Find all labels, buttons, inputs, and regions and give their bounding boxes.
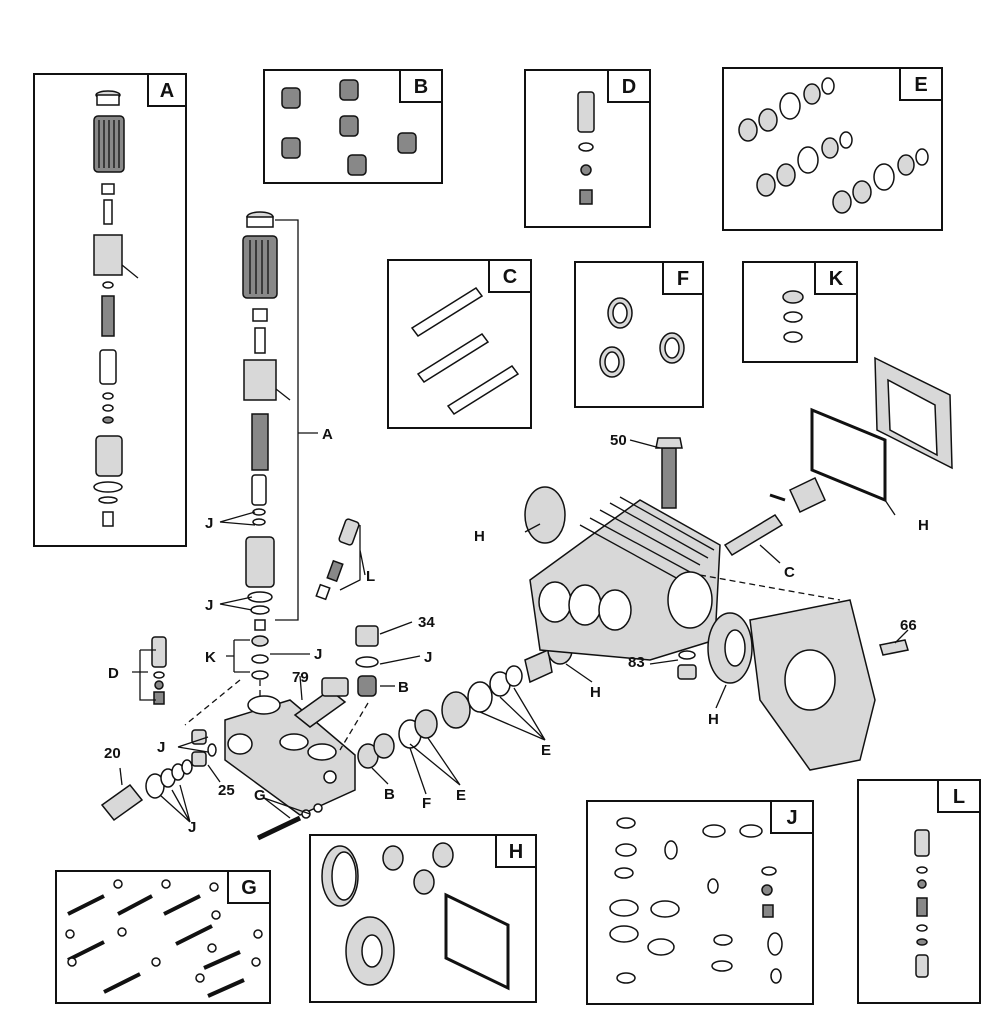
kit-box-k: K xyxy=(742,261,858,363)
kit-letter-j: J xyxy=(786,807,797,829)
unloader-assembly-icon xyxy=(93,90,139,527)
callout-50: 50 xyxy=(610,432,627,449)
callout-25: 25 xyxy=(218,782,235,799)
kit-letter-c: C xyxy=(503,266,517,288)
callout-66: 66 xyxy=(900,617,917,634)
callout-l: L xyxy=(366,568,375,585)
o-ring-kit-icons xyxy=(609,817,783,984)
callout-j-plug: J xyxy=(424,649,432,666)
check-valve-icons xyxy=(281,79,417,176)
callout-e-lower: E xyxy=(456,787,466,804)
callout-c: C xyxy=(784,564,795,581)
callout-j-k-group: J xyxy=(314,646,322,663)
callout-j-outlet: J xyxy=(157,739,165,756)
unloader-seal-icons xyxy=(782,290,804,343)
seal-kit-icons xyxy=(738,77,929,214)
injector-stack xyxy=(151,636,167,705)
callout-j-upper: J xyxy=(205,515,213,532)
kit-letter-d: D xyxy=(622,76,636,98)
seal-stack xyxy=(357,635,573,769)
callout-e-upper: E xyxy=(541,742,551,759)
kit-box-d: D xyxy=(524,69,651,228)
outlet-fitting xyxy=(100,729,217,822)
kit-letter-k: K xyxy=(829,268,844,290)
kit-box-l: L xyxy=(857,779,981,1004)
callout-h-seal: H xyxy=(708,711,719,728)
callout-j-middle: J xyxy=(205,597,213,614)
motor-flange-housing xyxy=(749,599,909,771)
crankcase-seal-icons xyxy=(321,842,510,991)
callout-d: D xyxy=(108,665,119,682)
callout-g: G xyxy=(254,787,266,804)
kit-letter-f: F xyxy=(677,268,689,290)
chemical-injector-stack xyxy=(315,518,360,601)
callout-labels: 50 A J J L H H C 34 K J J 79 B D J 20 25… xyxy=(104,426,929,836)
callout-a: A xyxy=(322,426,333,443)
kit-letter-e: E xyxy=(914,74,927,96)
kit-box-h: H xyxy=(309,834,537,1003)
callout-h-rear-gasket: H xyxy=(918,517,929,534)
kit-box-b: B xyxy=(263,69,443,184)
callout-k: K xyxy=(205,649,216,666)
callout-h-left-cover: H xyxy=(474,528,485,545)
bolt-kit-icons xyxy=(65,879,263,998)
kit-box-g: G xyxy=(55,870,271,1004)
kit-letter-b: B xyxy=(414,76,428,98)
callout-83: 83 xyxy=(628,654,645,671)
plug-and-valves xyxy=(293,625,379,728)
callout-f: F xyxy=(422,795,431,812)
kit-box-c: C xyxy=(387,259,532,429)
kit-box-e: E xyxy=(722,67,943,231)
callout-h-bearing: H xyxy=(590,684,601,701)
injector-kit-icon xyxy=(577,91,595,205)
manifold xyxy=(224,695,356,816)
kit-box-a: A xyxy=(33,73,187,547)
kit-letter-h: H xyxy=(509,841,523,863)
callout-j-lower: J xyxy=(188,819,196,836)
oil-seal-icons xyxy=(599,297,685,378)
kit-letter-l: L xyxy=(953,786,965,808)
plunger-icons xyxy=(410,286,520,416)
assembly-guide-lines xyxy=(184,574,841,751)
chemical-injector-icons xyxy=(914,829,930,978)
callout-b-lower: B xyxy=(384,786,395,803)
leader-lines xyxy=(119,219,909,823)
crankshaft-parts xyxy=(677,356,953,684)
kit-box-f: F xyxy=(574,261,704,408)
kit-box-j: J xyxy=(586,800,814,1005)
callout-34: 34 xyxy=(418,614,435,631)
kit-letter-g: G xyxy=(241,877,257,899)
pump-crankcase xyxy=(524,437,721,661)
unloader-stack xyxy=(242,211,291,680)
callout-b-upper: B xyxy=(398,679,409,696)
callout-20: 20 xyxy=(104,745,121,762)
callout-79: 79 xyxy=(292,669,309,686)
kit-letter-a: A xyxy=(160,80,174,102)
